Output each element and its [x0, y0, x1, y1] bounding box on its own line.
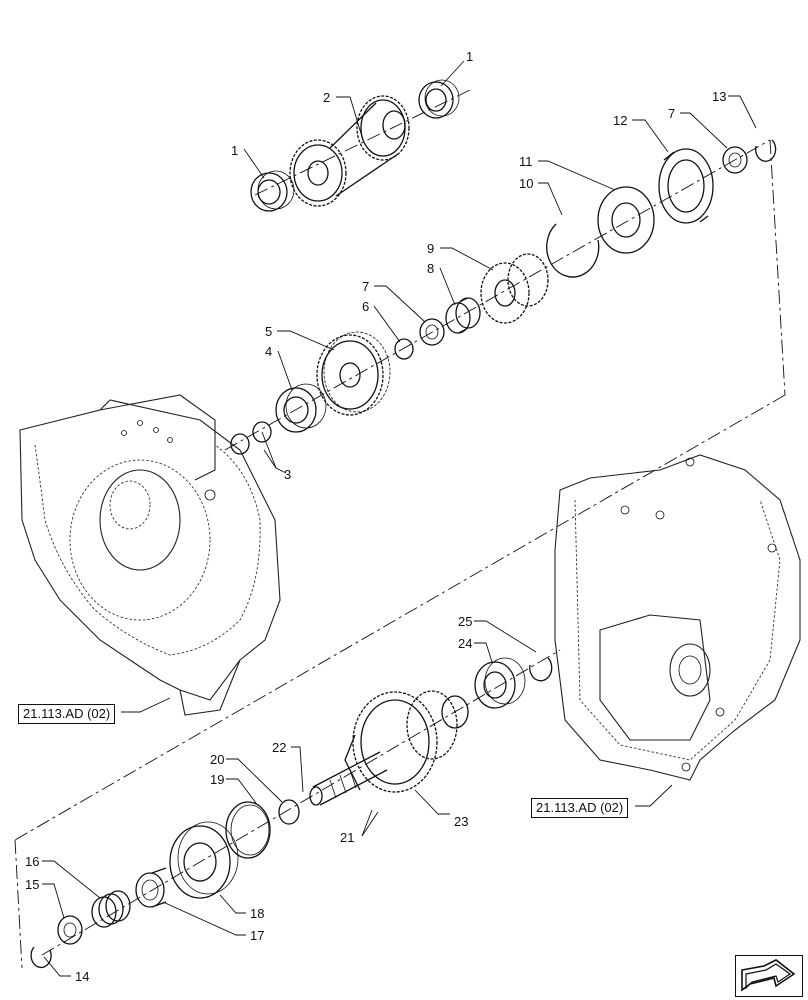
ring-6 [394, 338, 414, 360]
leader-lines [42, 60, 757, 977]
clutch-drum-12 [658, 148, 714, 224]
callout-17: 17 [250, 928, 264, 943]
callout-2: 2 [323, 90, 330, 105]
shaft-22 [309, 751, 388, 806]
callout-15: 15 [25, 877, 39, 892]
callout-8: 8 [427, 261, 434, 276]
needle-bearing-8 [445, 297, 481, 334]
right-housing [554, 454, 801, 781]
o-ring-19 [225, 801, 271, 859]
callout-23: 23 [454, 814, 468, 829]
callout-22: 22 [272, 740, 286, 755]
arrow-icon [741, 959, 796, 992]
assembly-axes [14, 89, 786, 969]
callout-13: 13 [712, 89, 726, 104]
bearing-1-right [418, 79, 460, 119]
callout-20: 20 [210, 752, 224, 767]
callout-19: 19 [210, 772, 224, 787]
snap-ring-25 [529, 657, 553, 682]
snap-rings-3 [230, 421, 272, 455]
gear-5 [316, 331, 391, 416]
callout-24: 24 [458, 636, 472, 651]
gear-9 [480, 253, 549, 324]
callout-labels: 1 1 2 3 4 5 6 7 7 8 9 10 11 12 13 14 15 … [25, 49, 726, 984]
callout-16: 16 [25, 854, 39, 869]
snap-ring-13 [754, 139, 777, 162]
spring-16 [91, 890, 131, 928]
callout-11: 11 [519, 154, 533, 169]
washer-7-upper [722, 146, 748, 174]
bearing-4 [275, 383, 327, 433]
callout-14: 14 [75, 969, 89, 984]
reference-left-housing[interactable]: 21.113.AD (02) [18, 704, 116, 724]
snap-ring-14 [30, 946, 52, 969]
washer-7 [419, 318, 445, 346]
cluster-gear-shaft [289, 95, 410, 207]
callout-9: 9 [427, 241, 434, 256]
snap-ring-10 [546, 223, 600, 278]
navigation-button[interactable] [735, 955, 803, 997]
callout-25: 25 [458, 614, 472, 629]
callout-4: 4 [265, 344, 272, 359]
callout-1-right: 1 [466, 49, 473, 64]
callout-5: 5 [265, 324, 272, 339]
plate-11 [597, 186, 655, 254]
callout-1-left: 1 [231, 143, 238, 158]
washer-15 [57, 915, 83, 945]
callout-12: 12 [613, 113, 627, 128]
callout-6: 6 [362, 299, 369, 314]
left-housing [19, 394, 281, 716]
seal-ring-20 [278, 799, 300, 825]
bearing-1-left [250, 170, 295, 212]
callout-18: 18 [250, 906, 264, 921]
cover-18 [169, 821, 239, 899]
callout-3: 3 [284, 467, 291, 482]
clutch-gear-23 [344, 690, 469, 793]
callout-7-upper: 7 [668, 106, 675, 121]
callout-21: 21 [340, 830, 354, 845]
bushing-17 [135, 867, 167, 908]
reference-right-housing[interactable]: 21.113.AD (02) [531, 798, 629, 818]
callout-10: 10 [519, 176, 533, 191]
callout-7-lower: 7 [362, 279, 369, 294]
bearing-24 [474, 657, 526, 709]
